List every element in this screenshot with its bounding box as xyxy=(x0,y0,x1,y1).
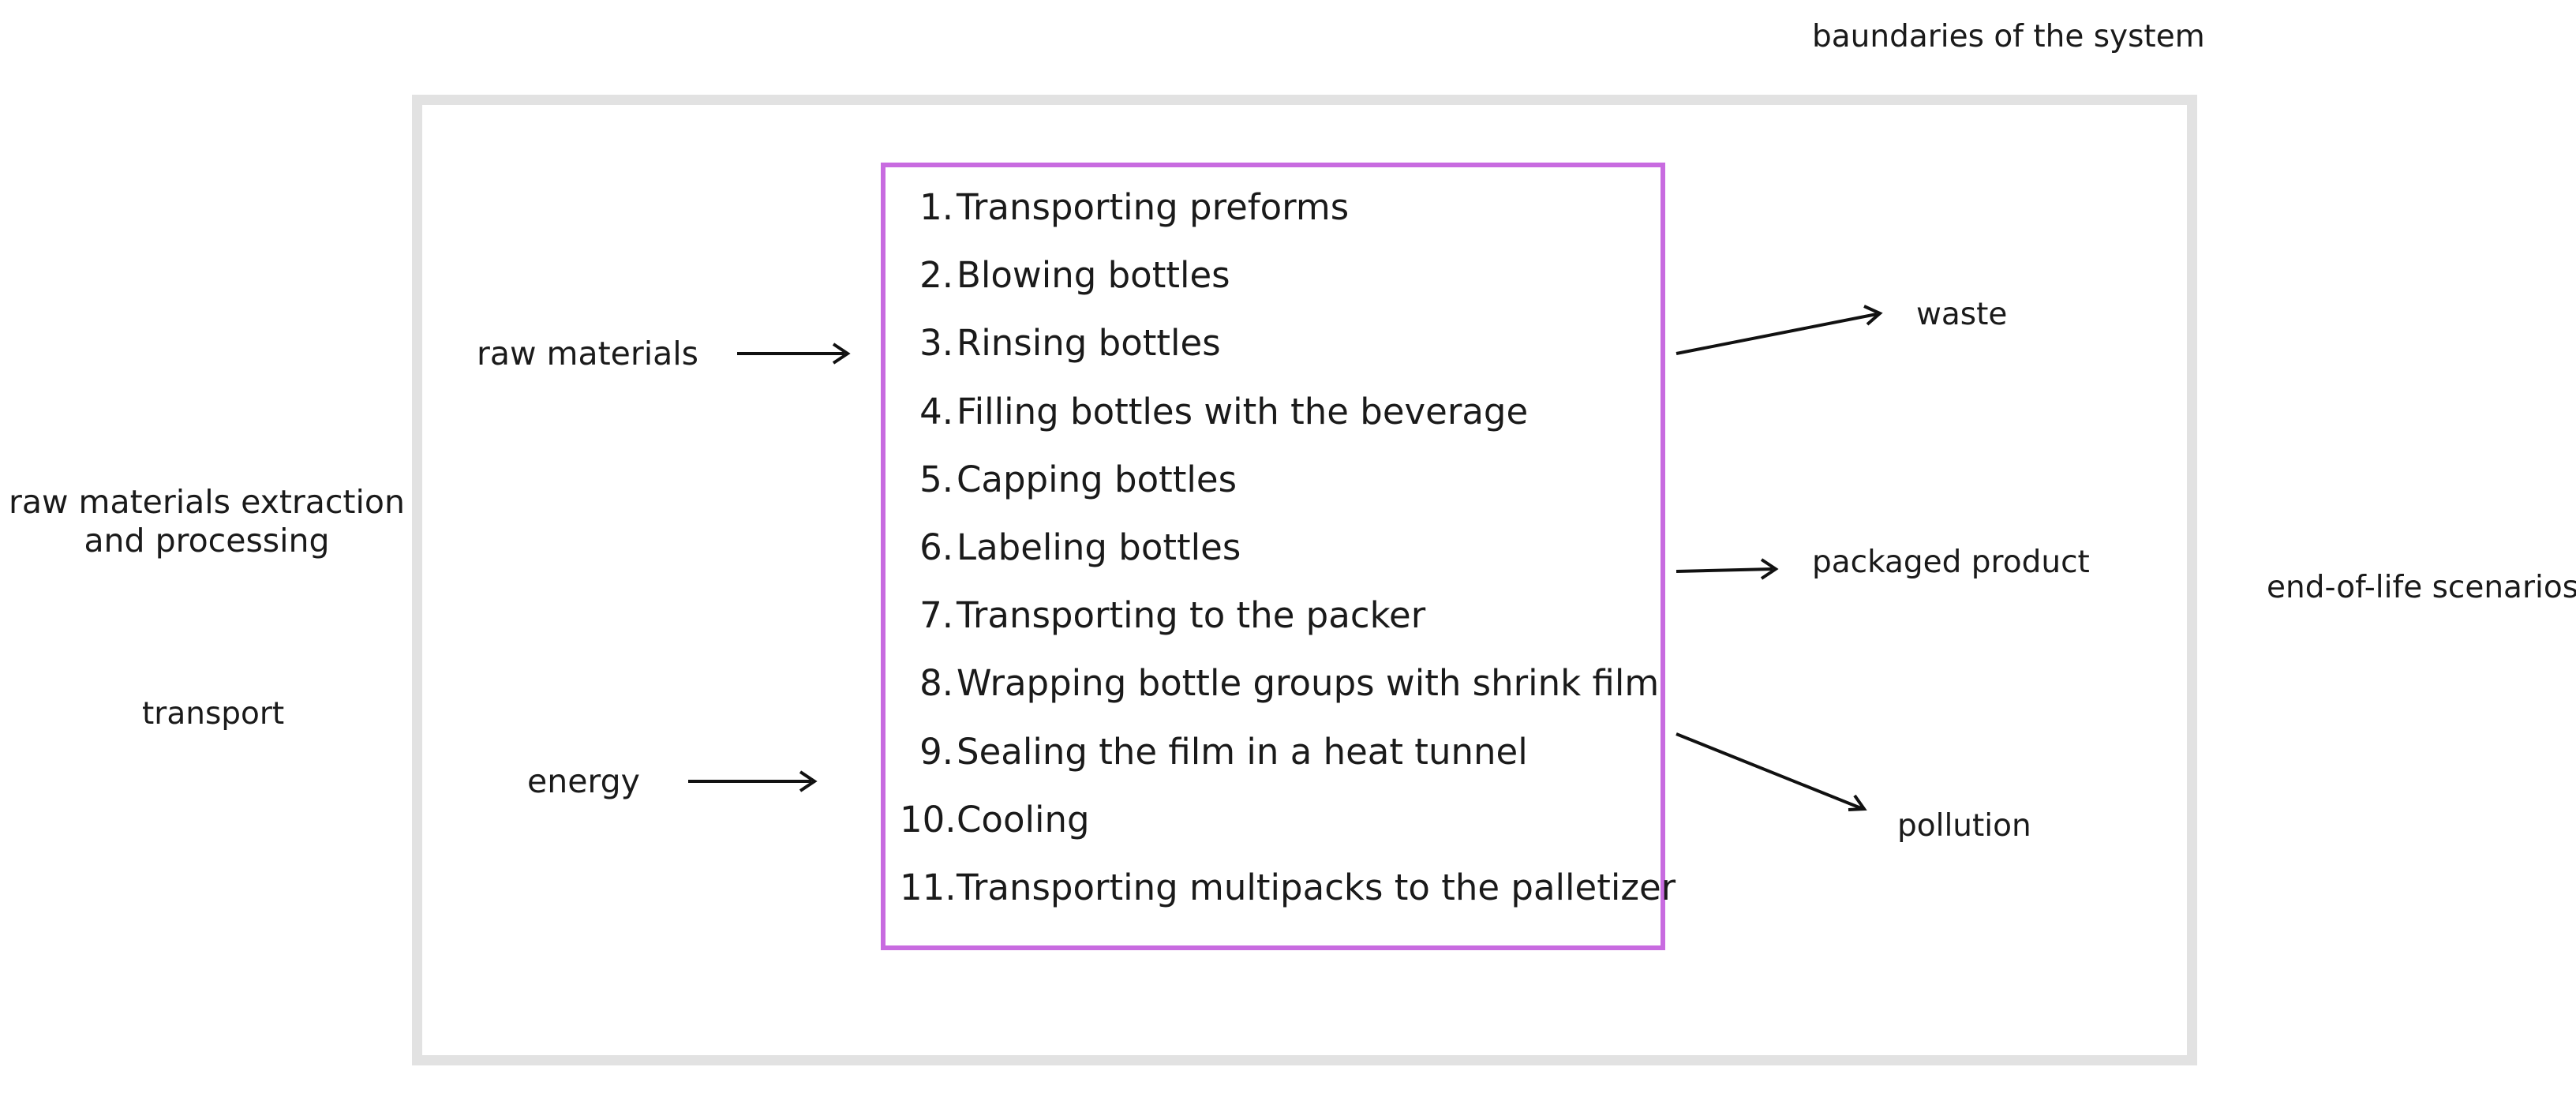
raw-materials-label: raw materials xyxy=(477,335,699,373)
process-step-text: Labeling bottles xyxy=(957,526,1241,568)
energy-label: energy xyxy=(527,762,640,800)
process-step-number: 6. xyxy=(919,526,953,568)
packaged-product-label: packaged product xyxy=(1812,545,2090,580)
process-step: 11.Transporting multipacks to the pallet… xyxy=(900,867,1676,934)
boundary-label: baundaries of the system xyxy=(1812,19,2205,54)
process-step-number: 3. xyxy=(919,322,953,365)
extraction-label-line-2: and processing xyxy=(84,522,330,560)
pollution-arrow xyxy=(1676,732,1867,811)
process-step-text: Rinsing bottles xyxy=(957,322,1221,365)
process-step: 7.Transporting to the packer xyxy=(900,594,1676,662)
extraction-label-line-1: raw materials extraction xyxy=(9,483,405,521)
process-steps-box xyxy=(881,163,1665,950)
process-step: 9.Sealing the film in a heat tunnel xyxy=(900,731,1676,799)
process-step-number: 2. xyxy=(919,254,953,297)
process-step-text: Transporting multipacks to the palletize… xyxy=(957,866,1676,908)
process-step-number: 4. xyxy=(919,390,953,432)
process-step-number: 1. xyxy=(919,186,953,228)
raw-materials-arrow xyxy=(737,343,851,365)
end-of-life-label: end-of-life scenarios xyxy=(2267,570,2576,605)
process-step-text: Transporting to the packer xyxy=(957,594,1426,637)
process-step: 5.Capping bottles xyxy=(900,459,1676,526)
process-step: 8.Wrapping bottle groups with shrink fil… xyxy=(900,662,1676,730)
process-step-number: 9. xyxy=(919,730,953,773)
process-step-number: 5. xyxy=(919,458,953,500)
process-step-number: 10. xyxy=(900,798,957,841)
process-step-text: Filling bottles with the beverage xyxy=(957,390,1529,432)
process-step-number: 11. xyxy=(900,866,957,908)
process-step-text: Transporting preforms xyxy=(957,186,1350,228)
process-step-text: Blowing bottles xyxy=(957,254,1230,297)
system-boundary-frame xyxy=(412,95,2197,1065)
process-step-text: Wrapping bottle groups with shrink film xyxy=(957,662,1660,705)
process-step-number: 7. xyxy=(919,594,953,637)
transport-label: transport xyxy=(142,696,285,732)
extraction-label: raw materials extraction and processing xyxy=(0,483,414,560)
process-step: 6.Labeling bottles xyxy=(900,526,1676,594)
process-step: 2.Blowing bottles xyxy=(900,254,1676,322)
process-step: 3.Rinsing bottles xyxy=(900,322,1676,390)
process-step-text: Sealing the film in a heat tunnel xyxy=(957,730,1528,773)
process-step: 10.Cooling xyxy=(900,799,1676,867)
pollution-label: pollution xyxy=(1897,808,2031,844)
process-step-text: Cooling xyxy=(957,798,1090,841)
process-step-text: Capping bottles xyxy=(957,458,1237,500)
packaged-product-arrow xyxy=(1676,558,1779,580)
process-step-number: 8. xyxy=(919,662,953,705)
process-step: 4.Filling bottles with the beverage xyxy=(900,391,1676,459)
waste-label: waste xyxy=(1916,297,2008,332)
process-step: 1.Transporting preforms xyxy=(900,186,1676,254)
waste-arrow xyxy=(1676,305,1883,355)
energy-arrow xyxy=(688,770,818,792)
